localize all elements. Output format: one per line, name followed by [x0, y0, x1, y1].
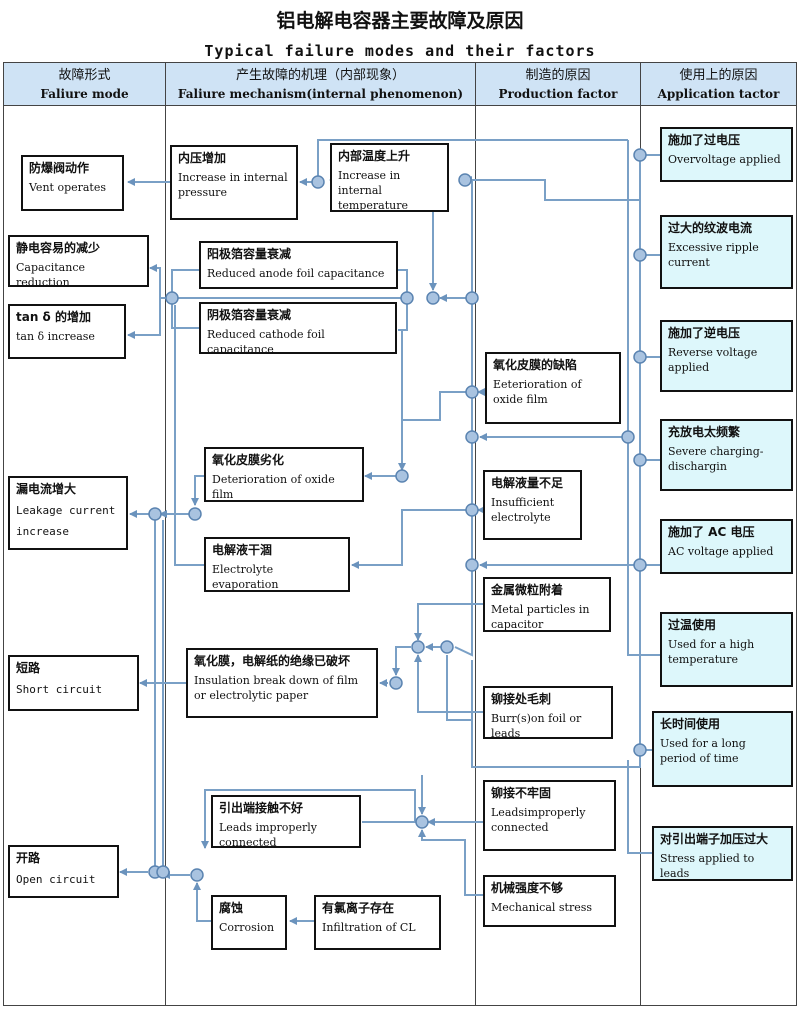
flow-arrow	[414, 603, 483, 641]
junction-node	[633, 743, 647, 757]
column-divider	[165, 62, 166, 1006]
junction-node	[633, 148, 647, 162]
junction-node	[395, 469, 409, 483]
junction-node	[311, 175, 325, 189]
flow-line	[171, 298, 199, 329]
junction-node	[465, 385, 479, 399]
flow-arrow	[398, 391, 472, 471]
flow-arrow	[414, 654, 483, 713]
header-failure-mechanism: 产生故障的机理（内部现象）Faliure mechanism(internal …	[166, 63, 475, 106]
flow-line	[454, 565, 473, 657]
flow-arrow	[193, 882, 211, 922]
diagram-title: 铝电解电容器主要故障及原因	[276, 10, 524, 32]
flow-line	[627, 760, 652, 854]
flow-arrow	[464, 155, 641, 201]
junction-node	[190, 868, 204, 882]
junction-node	[148, 507, 162, 521]
junction-node	[415, 815, 429, 829]
flow-arrow	[351, 509, 472, 569]
junction-node	[156, 865, 170, 879]
junction-node	[188, 507, 202, 521]
junction-node	[633, 558, 647, 572]
diagram-subtitle: Typical failure modes and their factors	[204, 42, 596, 60]
junction-node	[440, 640, 454, 654]
flow-arrow	[392, 646, 411, 676]
flow-line	[174, 305, 204, 566]
flow-line	[171, 269, 199, 298]
junction-node	[465, 291, 479, 305]
flow-arrow	[201, 789, 416, 849]
flow-arrow	[418, 829, 483, 896]
junction-node	[633, 453, 647, 467]
flow-arrow	[127, 298, 161, 339]
junction-node	[465, 503, 479, 517]
junction-node	[426, 291, 440, 305]
flow-line	[627, 140, 660, 656]
flow-arrow	[191, 475, 204, 506]
junction-node	[165, 291, 179, 305]
junction-node	[458, 173, 472, 187]
junction-node	[633, 350, 647, 364]
flow-line	[446, 655, 472, 721]
flow-line	[317, 139, 628, 180]
junction-node	[465, 558, 479, 572]
junction-node	[411, 640, 425, 654]
table-frame	[3, 62, 797, 1006]
junction-node	[621, 430, 635, 444]
junction-node	[465, 430, 479, 444]
junction-node	[389, 676, 403, 690]
junction-node	[633, 248, 647, 262]
flow-line	[471, 660, 641, 768]
column-divider	[475, 62, 476, 1006]
junction-node	[400, 291, 414, 305]
